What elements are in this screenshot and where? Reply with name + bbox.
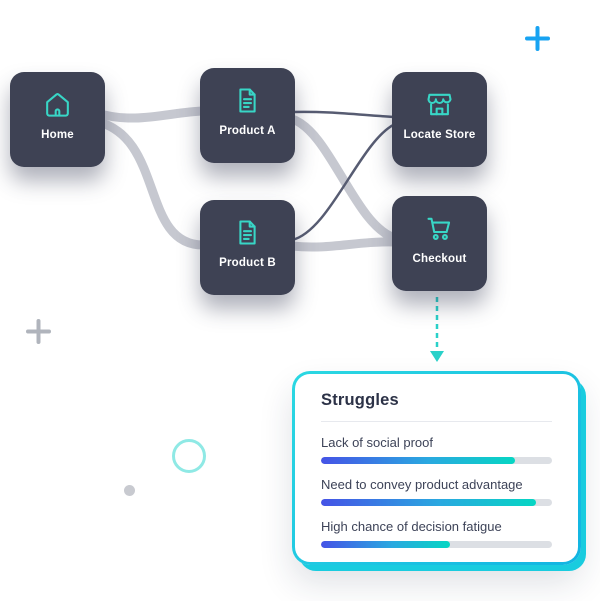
struggles-card: Struggles Lack of social proof Need to c… bbox=[292, 371, 581, 565]
store-icon bbox=[427, 93, 452, 116]
node-product-a[interactable]: Product A bbox=[200, 68, 295, 163]
node-label: Product B bbox=[219, 257, 276, 269]
struggle-label: Lack of social proof bbox=[321, 435, 434, 450]
dashed-arrow-head bbox=[430, 351, 444, 362]
node-product-b[interactable]: Product B bbox=[200, 200, 295, 295]
progress-fill bbox=[321, 457, 516, 464]
progress-track bbox=[321, 499, 552, 506]
cart-icon bbox=[427, 217, 451, 240]
dot-decoration bbox=[124, 485, 135, 496]
node-label: Checkout bbox=[412, 253, 467, 265]
edge-product-b-checkout bbox=[287, 237, 400, 252]
edge-product-a-locate-store bbox=[290, 110, 397, 119]
progress-fill bbox=[321, 499, 536, 506]
progress-track bbox=[321, 457, 552, 464]
plus-icon bbox=[525, 26, 550, 51]
struggles-card-body: Struggles Lack of social proof Need to c… bbox=[295, 374, 578, 562]
node-locate-store[interactable]: Locate Store bbox=[392, 72, 487, 167]
edge-home-product-a bbox=[92, 106, 208, 123]
struggle-label: High chance of decision fatigue bbox=[321, 519, 502, 534]
struggle-label: Need to convey product advantage bbox=[321, 477, 523, 492]
edge-product-a-checkout bbox=[287, 114, 400, 243]
node-label: Home bbox=[41, 129, 74, 141]
edge-product-b-locate-store bbox=[290, 122, 397, 242]
node-label: Locate Store bbox=[403, 129, 476, 141]
divider bbox=[321, 421, 552, 422]
struggle-item: Need to convey product advantage bbox=[321, 477, 552, 506]
circle-decoration bbox=[172, 439, 206, 473]
struggle-item: High chance of decision fatigue bbox=[321, 519, 552, 548]
document-icon bbox=[239, 88, 256, 113]
plus-icon bbox=[26, 319, 51, 344]
struggle-item: Lack of social proof bbox=[321, 435, 552, 464]
document-icon bbox=[239, 220, 256, 245]
node-checkout[interactable]: Checkout bbox=[392, 196, 487, 291]
progress-track bbox=[321, 541, 552, 548]
node-label: Product A bbox=[219, 125, 276, 137]
card-title: Struggles bbox=[321, 391, 399, 409]
progress-fill bbox=[321, 541, 451, 548]
node-home[interactable]: Home bbox=[10, 72, 105, 167]
home-icon bbox=[46, 93, 69, 117]
edge-home-product-b bbox=[90, 116, 208, 250]
